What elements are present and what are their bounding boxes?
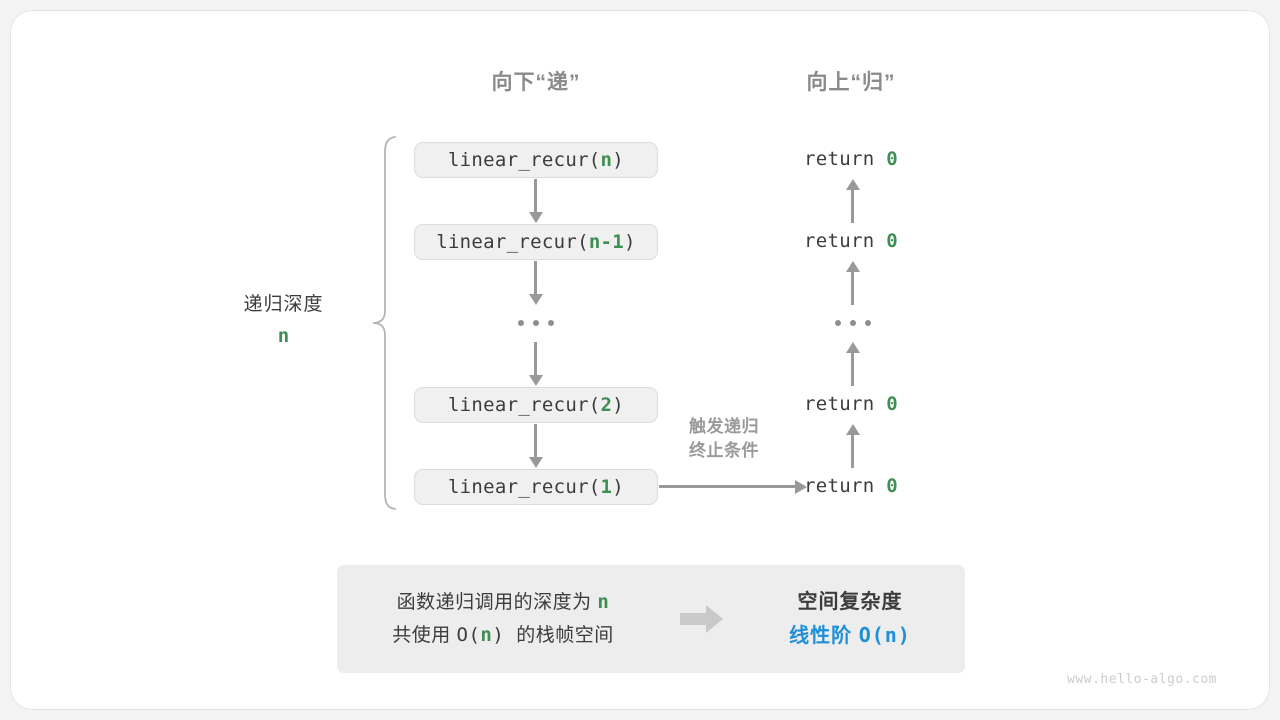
block-arrow-right-icon xyxy=(680,605,723,633)
call-frame-box[interactable]: linear_recur(n-1) xyxy=(414,224,658,260)
diagram-card: 向下“递” 向上“归” 递归深度 n linear_recur(n) linea… xyxy=(10,10,1270,710)
summary-line2-text-a: 共使用 xyxy=(392,625,457,646)
recursion-depth-text: 递归深度 xyxy=(243,294,324,315)
termination-condition-note: 触发递归 终止条件 xyxy=(659,415,789,463)
base-case-arrow-icon xyxy=(659,480,807,494)
recursion-depth-brace xyxy=(371,135,397,511)
summary-result-value: 线性阶 O(n) xyxy=(735,619,965,653)
call-frame-box[interactable]: linear_recur(n) xyxy=(414,142,658,178)
ascend-arrow-icon xyxy=(846,424,860,468)
descend-arrow-icon xyxy=(529,342,543,386)
summary-line2-var: n xyxy=(480,624,493,646)
return-keyword: return xyxy=(804,148,887,170)
summary-line2-bigo-open: O( xyxy=(456,624,481,646)
summary-result-bigo: O(n) xyxy=(858,622,911,647)
summary-result-title: 空间复杂度 xyxy=(797,590,903,613)
descend-arrow-icon xyxy=(529,179,543,223)
summary-result: 空间复杂度 线性阶 O(n) xyxy=(735,586,965,653)
return-value: 0 xyxy=(886,148,898,170)
return-value: 0 xyxy=(886,230,898,252)
summary-line2-bigo-close: ) xyxy=(492,624,517,646)
summary-result-order: 线性阶 xyxy=(789,624,859,647)
descend-ellipsis xyxy=(518,320,554,326)
site-watermark: www.hello-algo.com xyxy=(1067,672,1217,687)
return-keyword: return xyxy=(804,393,887,415)
recursion-depth-label: 递归深度 n xyxy=(196,289,371,347)
return-label: return 0 xyxy=(771,230,931,252)
brace-icon xyxy=(372,136,396,510)
call-frame-arg: n xyxy=(600,149,613,171)
termination-note-line2: 终止条件 xyxy=(689,441,759,460)
call-frame-prefix: linear_recur( xyxy=(447,394,601,416)
termination-note-line1: 触发递归 xyxy=(689,417,759,436)
call-frame-suffix: ) xyxy=(612,476,625,498)
descend-arrow-icon xyxy=(529,261,543,305)
return-keyword: return xyxy=(804,230,887,252)
call-frame-arg: n-1 xyxy=(588,231,625,253)
recursion-depth-value: n xyxy=(277,325,290,347)
return-label: return 0 xyxy=(771,393,931,415)
call-frame-suffix: ) xyxy=(612,394,625,416)
call-frame-arg: 1 xyxy=(600,476,613,498)
summary-line-1: 函数递归调用的深度为 n xyxy=(337,586,669,619)
heading-descend: 向下“递” xyxy=(491,71,581,94)
return-label: return 0 xyxy=(771,475,931,497)
call-frame-box[interactable]: linear_recur(1) xyxy=(414,469,658,505)
return-value: 0 xyxy=(886,475,898,497)
return-label: return 0 xyxy=(771,148,931,170)
summary-line1-text: 函数递归调用的深度为 xyxy=(396,592,598,613)
summary-line2-text-b: 的栈帧空间 xyxy=(516,625,614,646)
call-frame-arg: 2 xyxy=(600,394,613,416)
descend-arrow-icon xyxy=(529,424,543,468)
ascend-arrow-icon xyxy=(846,179,860,223)
ascend-arrow-icon xyxy=(846,342,860,386)
ascend-arrow-icon xyxy=(846,261,860,305)
return-value: 0 xyxy=(886,393,898,415)
call-frame-suffix: ) xyxy=(624,231,636,253)
summary-line-2: 共使用 O(n) 的栈帧空间 xyxy=(337,619,669,652)
complexity-summary-panel: 函数递归调用的深度为 n 共使用 O(n) 的栈帧空间 空间复杂度 线性阶 O(… xyxy=(337,565,965,673)
call-frame-suffix: ) xyxy=(612,149,625,171)
summary-description: 函数递归调用的深度为 n 共使用 O(n) 的栈帧空间 xyxy=(337,586,669,652)
call-frame-prefix: linear_recur( xyxy=(447,149,601,171)
return-keyword: return xyxy=(804,475,887,497)
call-frame-box[interactable]: linear_recur(2) xyxy=(414,387,658,423)
call-frame-prefix: linear_recur( xyxy=(436,231,589,253)
heading-ascend: 向上“归” xyxy=(806,71,896,94)
call-frame-prefix: linear_recur( xyxy=(447,476,601,498)
summary-line1-var: n xyxy=(597,591,610,613)
ascend-ellipsis xyxy=(835,320,871,326)
summary-implies-arrow xyxy=(669,604,735,634)
